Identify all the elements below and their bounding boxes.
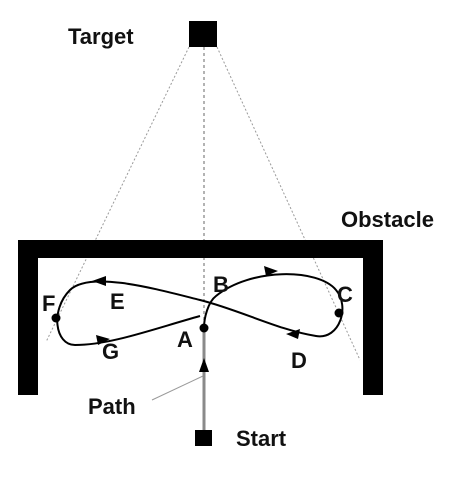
obstacle-left-wall xyxy=(18,240,38,395)
loop-arrow-right-bottom xyxy=(286,329,300,339)
obstacle-label: Obstacle xyxy=(341,207,434,232)
point-c-dot xyxy=(334,308,344,318)
guide-line-right xyxy=(216,46,361,361)
figure-eight-path xyxy=(56,273,344,347)
loop-arrow-right-top xyxy=(264,266,278,276)
point-e-label: E xyxy=(110,289,125,314)
target-block xyxy=(189,21,217,47)
point-c-label: C xyxy=(337,282,353,307)
loop-arrow-left-top xyxy=(92,276,106,286)
start-label: Start xyxy=(236,426,287,451)
obstacle-right-wall xyxy=(363,240,383,395)
point-a-dot xyxy=(199,323,209,333)
path-label: Path xyxy=(88,394,136,419)
path-pointer-line xyxy=(151,375,204,401)
obstacle-top-bar xyxy=(18,240,383,258)
guide-line-left xyxy=(45,46,190,343)
start-block xyxy=(195,430,212,446)
point-g-label: G xyxy=(102,339,119,364)
point-f-dot xyxy=(51,313,61,323)
point-d-label: D xyxy=(291,348,307,373)
target-label: Target xyxy=(68,24,134,49)
point-f-label: F xyxy=(42,291,55,316)
point-b-label: B xyxy=(213,272,229,297)
point-a-label: A xyxy=(177,327,193,352)
start-path-arrow xyxy=(199,358,209,372)
loop-arrow-left-bottom xyxy=(96,335,110,345)
